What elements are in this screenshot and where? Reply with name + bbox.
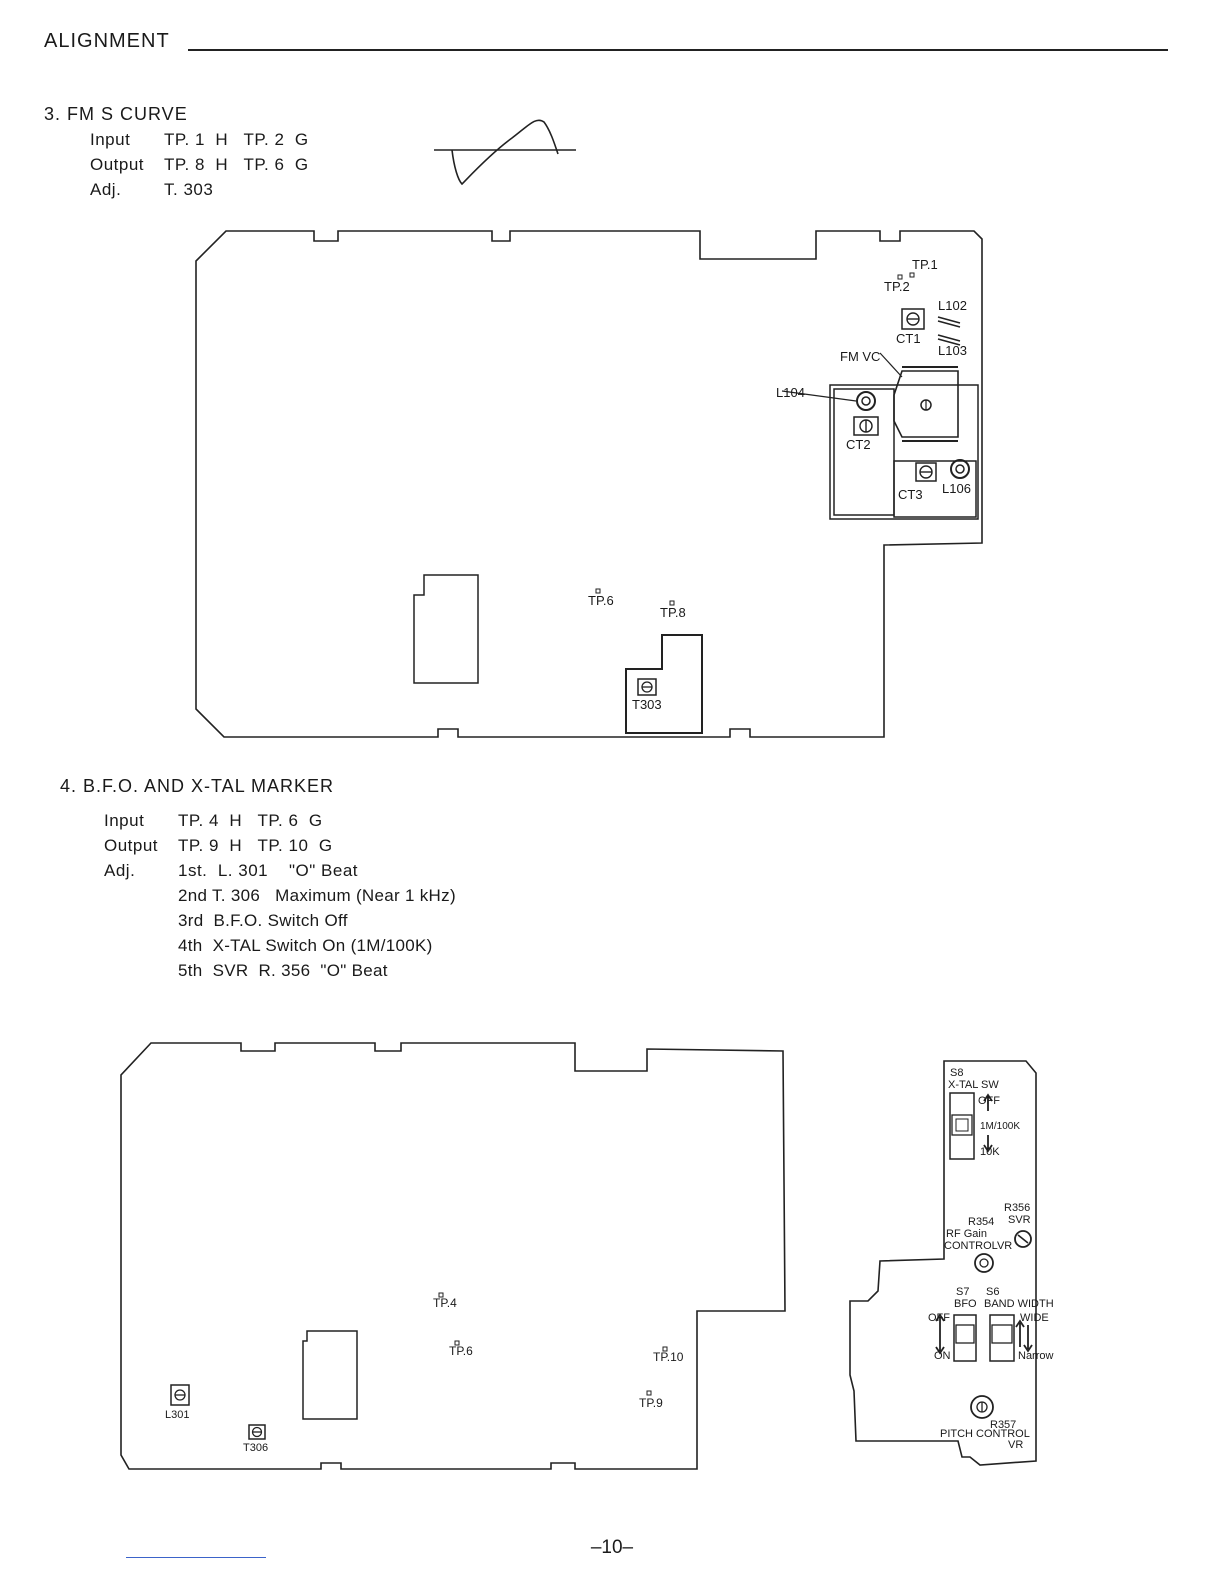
label-l106: L106 (942, 481, 971, 496)
spec-key: Adj. (104, 861, 136, 880)
label-bfo-off: OFF (928, 1312, 950, 1324)
board-2-diagram: TP.4 TP.6 TP.10 TP.9 L301 T306 (120, 1042, 786, 1470)
adj-step: 4th X-TAL Switch On (1M/100K) (178, 936, 433, 955)
label-l102: L102 (938, 298, 967, 313)
label-wide: WIDE (1020, 1312, 1049, 1324)
label-10k: 10K (980, 1146, 1000, 1158)
s-curve-waveform (434, 119, 576, 186)
label-tp6: TP.6 (588, 593, 614, 608)
spec-key: Output (90, 155, 145, 174)
spec-value: TP. 1 H TP. 2 G (164, 130, 309, 149)
adj-step: 2nd T. 306 Maximum (Near 1 kHz) (178, 886, 456, 905)
label-bfo: BFO (954, 1298, 977, 1310)
adj-step: 5th SVR R. 356 "O" Beat (178, 961, 388, 980)
spec-value: T. 303 (164, 180, 214, 199)
adjustment-steps: 2nd T. 306 Maximum (Near 1 kHz) 3rd B.F.… (178, 883, 456, 983)
label-t303: T303 (632, 697, 662, 712)
label-tp4: TP.4 (433, 1296, 457, 1310)
label-s8: S8 (950, 1067, 963, 1079)
label-s6: S6 (986, 1286, 999, 1298)
spec-row-adj: Adj. 1st. L. 301 "O" Beat (104, 858, 358, 883)
control-panel-diagram: S8 X-TAL SW OFF 1M/100K 10K R356 SVR R35… (849, 1060, 1054, 1466)
label-l103: L103 (938, 343, 967, 358)
label-bfo-on: ON (934, 1350, 951, 1362)
footer-rule (126, 1557, 266, 1558)
label-svr: SVR (1008, 1214, 1031, 1226)
label-pitch-control: PITCH CONTROL (940, 1428, 1030, 1440)
label-l104: L104 (776, 385, 805, 400)
spec-key: Output (104, 836, 159, 855)
label-1m-100k: 1M/100K (980, 1121, 1020, 1132)
spec-value: TP. 9 H TP. 10 G (178, 836, 333, 855)
spec-row-output: Output TP. 9 H TP. 10 G (104, 833, 358, 858)
label-tp2: TP.2 (884, 279, 910, 294)
spec-key: Input (104, 811, 145, 830)
label-xtal-sw: X-TAL SW (948, 1079, 999, 1091)
spec-key: Input (90, 130, 131, 149)
label-rf-gain: RF Gain (946, 1228, 987, 1240)
label-vr: VR (1008, 1439, 1023, 1451)
label-control-vr: CONTROLVR (944, 1240, 1012, 1252)
section-4-title: 4. B.F.O. AND X-TAL MARKER (60, 776, 335, 796)
label-ct2: CT2 (846, 437, 871, 452)
section-3-specs: Input TP. 1 H TP. 2 G Output TP. 8 H TP.… (90, 127, 309, 202)
spec-key: Adj. (90, 180, 122, 199)
spec-value: 1st. L. 301 "O" Beat (178, 861, 358, 880)
label-tp9: TP.9 (639, 1396, 663, 1410)
label-tp6: TP.6 (449, 1344, 473, 1358)
label-r357: R357 (990, 1419, 1016, 1431)
section-4-specs: Input TP. 4 H TP. 6 G Output TP. 9 H TP.… (104, 808, 358, 883)
section-3-title: 3. FM S CURVE (44, 104, 188, 124)
label-tp1: TP.1 (912, 257, 938, 272)
page-number: –10– (590, 1537, 634, 1558)
spec-value: TP. 8 H TP. 6 G (164, 155, 309, 174)
label-r356: R356 (1004, 1202, 1030, 1214)
label-t306: T306 (243, 1442, 268, 1454)
label-band-width: BAND WIDTH (984, 1298, 1054, 1310)
adj-step: 3rd B.F.O. Switch Off (178, 911, 348, 930)
spec-row-input: Input TP. 4 H TP. 6 G (104, 808, 358, 833)
label-s7: S7 (956, 1286, 969, 1298)
label-fm-vc: FM VC (840, 349, 880, 364)
spec-row-adj: Adj. T. 303 (90, 177, 309, 202)
label-tp10: TP.10 (653, 1350, 684, 1364)
board-1-diagram: TP.1 TP.2 L102 CT1 L103 FM VC L104 CT2 C… (195, 230, 983, 738)
label-narrow: Narrow (1018, 1350, 1054, 1362)
spec-row-output: Output TP. 8 H TP. 6 G (90, 152, 309, 177)
label-ct1: CT1 (896, 331, 921, 346)
label-tp8: TP.8 (660, 605, 686, 620)
page-title: ALIGNMENT (44, 30, 170, 52)
spec-value: TP. 4 H TP. 6 G (178, 811, 323, 830)
label-ct3: CT3 (898, 487, 923, 502)
spec-row-input: Input TP. 1 H TP. 2 G (90, 127, 309, 152)
label-l301: L301 (165, 1409, 189, 1421)
label-r354: R354 (968, 1216, 994, 1228)
label-xtal-off: OFF (978, 1095, 1000, 1107)
header-rule (188, 49, 1168, 51)
